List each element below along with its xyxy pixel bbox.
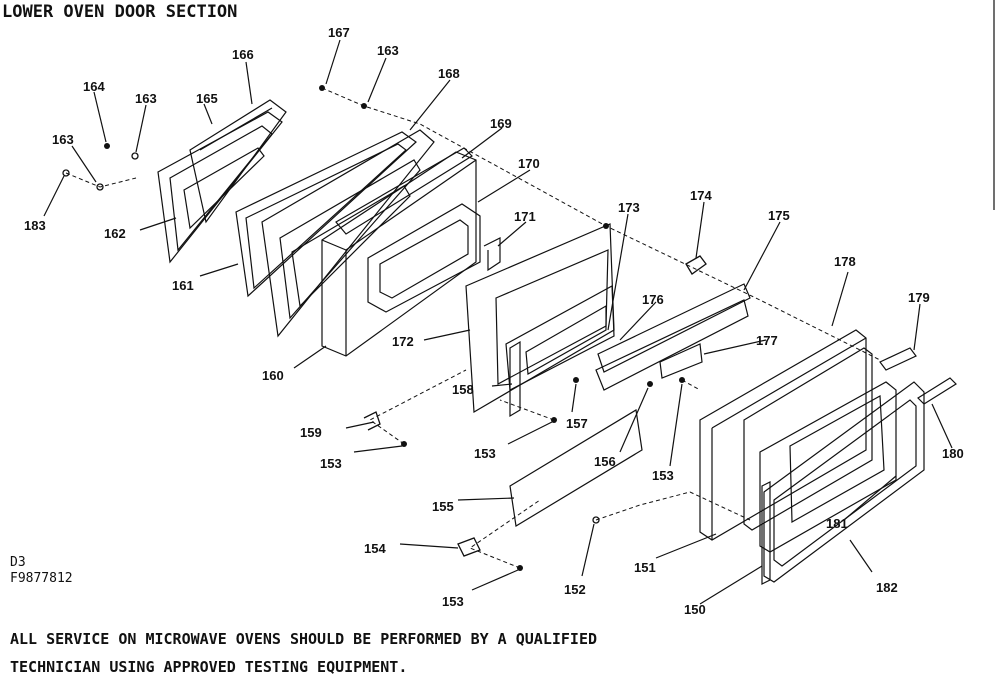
label-168: 168 — [438, 66, 460, 81]
drawing-code-number: F9877812 — [10, 571, 73, 586]
label-163-a: 163 — [135, 91, 157, 106]
part-165-glass-pane — [189, 99, 287, 224]
label-178: 178 — [834, 254, 856, 269]
label-156: 156 — [594, 454, 616, 469]
label-159: 159 — [300, 425, 322, 440]
label-158: 158 — [452, 382, 474, 397]
part-176-strip — [595, 299, 749, 391]
label-163-b: 163 — [52, 132, 74, 147]
label-153-a: 153 — [320, 456, 342, 471]
part-174-clip — [685, 255, 707, 275]
label-157: 157 — [566, 416, 588, 431]
callout-leader-lines — [43, 39, 953, 605]
part-170-inner-window — [367, 203, 481, 313]
label-174: 174 — [690, 188, 712, 203]
label-166: 166 — [232, 47, 254, 62]
part-169-window-gasket — [335, 147, 473, 235]
part-179-top-trim — [879, 347, 917, 371]
label-152: 152 — [564, 582, 586, 597]
label-173: 173 — [618, 200, 640, 215]
label-171: 171 — [514, 209, 536, 224]
drawing-code-d3: D3 — [10, 555, 26, 570]
label-163-c: 163 — [377, 43, 399, 58]
diagram-title: LOWER OVEN DOOR SECTION — [2, 2, 237, 22]
label-165: 165 — [196, 91, 218, 106]
label-175: 175 — [768, 208, 790, 223]
label-154: 154 — [364, 541, 386, 556]
label-172: 172 — [392, 334, 414, 349]
label-153-d: 153 — [442, 594, 464, 609]
label-151: 151 — [634, 560, 656, 575]
part-155-lower-plate — [509, 409, 643, 527]
label-160: 160 — [262, 368, 284, 383]
label-167: 167 — [328, 25, 350, 40]
part-159-clip — [363, 411, 381, 431]
label-153-b: 153 — [474, 446, 496, 461]
part-171-bracket — [483, 237, 501, 272]
part-181-outer-glass — [759, 381, 897, 553]
part-158-channel — [509, 340, 521, 418]
assembly-dashed-lines — [65, 87, 881, 569]
label-183: 183 — [24, 218, 46, 233]
part-161-door-frame — [235, 131, 417, 298]
service-notice-line-2: TECHNICIAN USING APPROVED TESTING EQUIPM… — [10, 658, 407, 676]
part-150-side-strip — [761, 481, 771, 585]
part-180-rail — [917, 377, 957, 405]
label-170: 170 — [518, 156, 540, 171]
label-176: 176 — [642, 292, 664, 307]
part-number-labels: 164 163 163 183 165 166 162 161 167 163 … — [24, 25, 964, 617]
label-162: 162 — [104, 226, 126, 241]
part-168-window-frame — [261, 129, 435, 338]
part-175-vent-strip — [597, 283, 751, 373]
label-182: 182 — [876, 580, 898, 595]
fastener-screws — [62, 85, 685, 571]
label-155: 155 — [432, 499, 454, 514]
label-181: 181 — [826, 516, 848, 531]
label-169: 169 — [490, 116, 512, 131]
part-177-bracket-strip — [659, 343, 703, 379]
part-154-hinge — [457, 537, 481, 557]
label-161: 161 — [172, 278, 194, 293]
label-180: 180 — [942, 446, 964, 461]
label-150: 150 — [684, 602, 706, 617]
part-151-outer-panel — [699, 329, 867, 541]
part-162-inner-frame — [157, 111, 283, 264]
service-notice-line-1: ALL SERVICE ON MICROWAVE OVENS SHOULD BE… — [10, 630, 597, 648]
part-173-insulation — [505, 285, 615, 391]
part-178-trim-panel — [743, 347, 873, 531]
part-182-outer-frame — [763, 381, 925, 583]
label-177: 177 — [756, 333, 778, 348]
label-164: 164 — [83, 79, 105, 94]
label-179: 179 — [908, 290, 930, 305]
label-153-c: 153 — [652, 468, 674, 483]
